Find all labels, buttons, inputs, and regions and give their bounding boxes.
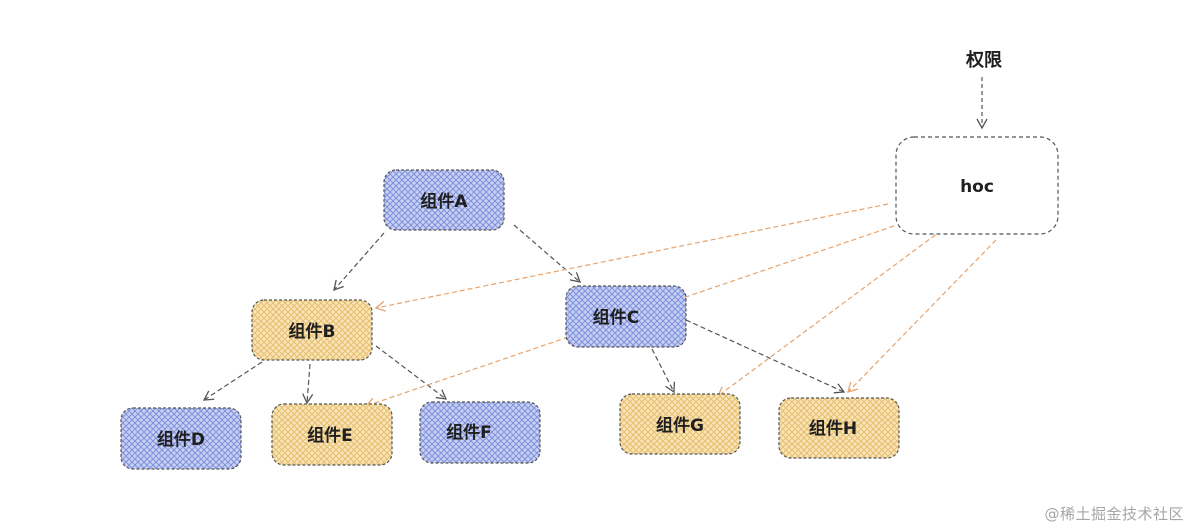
node-h-label: 组件H xyxy=(809,418,857,439)
node-c-label: 组件C xyxy=(593,307,639,328)
node-d-label: 组件D xyxy=(157,429,205,450)
arrow-c-to-g xyxy=(651,348,676,394)
node-e-label: 组件E xyxy=(307,425,353,446)
node-component-g[interactable]: 组件G xyxy=(619,393,741,455)
arrow-hoc-to-h xyxy=(847,239,997,393)
node-component-a[interactable]: 组件A xyxy=(383,169,505,231)
arrow-hoc-to-g xyxy=(716,229,943,397)
arrow-hoc-to-e xyxy=(364,225,895,409)
watermark: @稀土掘金技术社区 xyxy=(1044,505,1184,523)
arrow-b-to-d xyxy=(202,361,263,401)
node-component-h[interactable]: 组件H xyxy=(778,397,900,459)
arrow-a-to-c xyxy=(513,224,582,283)
node-component-d[interactable]: 组件D xyxy=(120,407,242,470)
node-component-f[interactable]: 组件F xyxy=(419,401,541,464)
node-g-label: 组件G xyxy=(656,415,704,436)
node-f-label: 组件F xyxy=(446,422,492,443)
node-a-label: 组件A xyxy=(420,191,468,212)
arrow-b-to-e xyxy=(302,363,314,405)
node-b-label: 组件B xyxy=(289,321,336,342)
node-component-e[interactable]: 组件E xyxy=(271,403,393,466)
hoc-label: hoc xyxy=(960,177,994,197)
node-component-c[interactable]: 组件C xyxy=(565,285,687,348)
arrow-c-to-h xyxy=(685,319,846,394)
permission-label: 权限 xyxy=(965,49,1003,71)
arrow-b-to-f xyxy=(375,345,448,400)
arrow-hoc-to-b xyxy=(374,203,889,312)
node-component-b[interactable]: 组件B xyxy=(251,299,373,361)
hoc-node[interactable]: hoc xyxy=(895,136,1059,235)
arrow-a-to-b xyxy=(333,232,385,292)
